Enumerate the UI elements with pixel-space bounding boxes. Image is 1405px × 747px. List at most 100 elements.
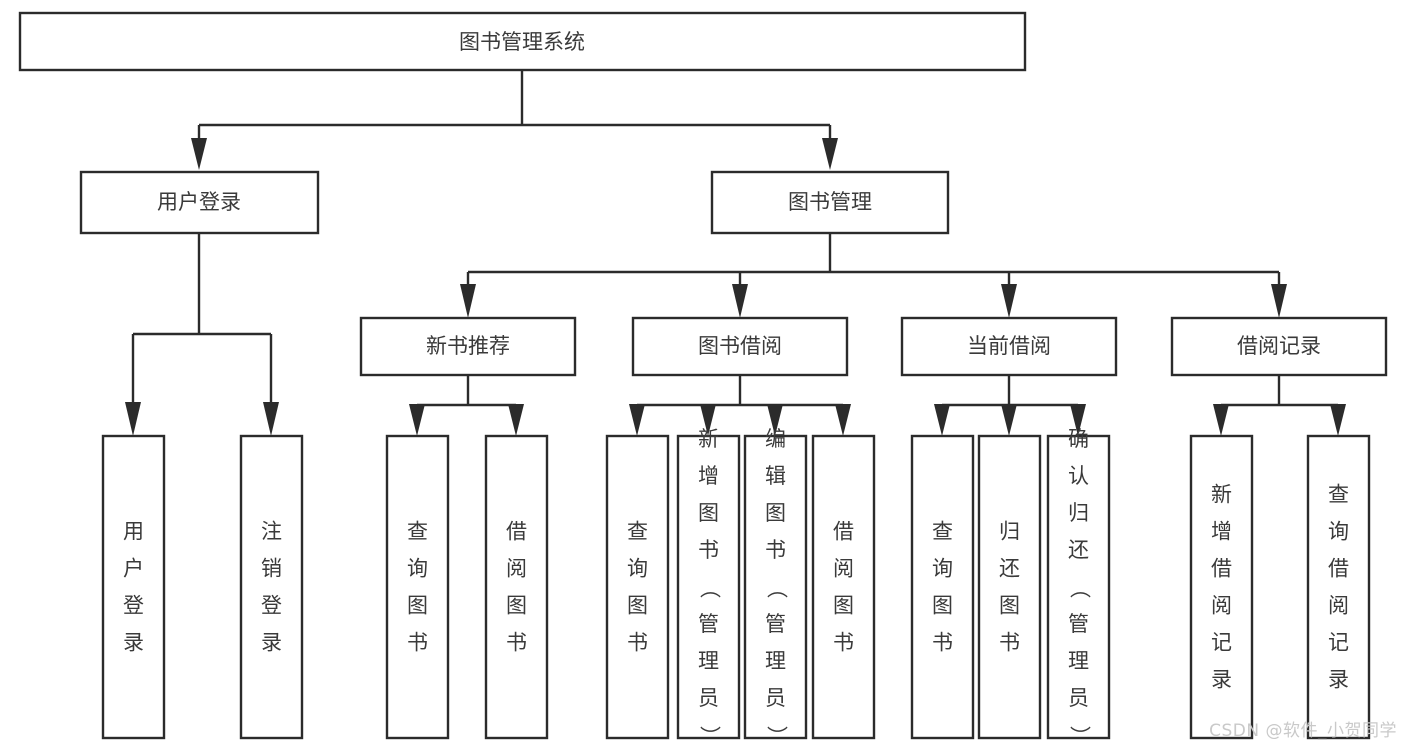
leaf-new-book-0-box[interactable] [385,434,450,740]
arrow-head-currentborrow-leaf-2 [1001,404,1017,436]
node-new-book-recommend-label: 新书推荐 [426,334,510,358]
leaf-label-glyph: 销 [261,557,282,581]
arrow-head-borrowrecord-leaf-2 [1330,404,1346,436]
leaf-label-glyph: 阅 [506,557,527,581]
leaf-borrow-record-0-box[interactable] [1189,434,1254,740]
leaf-label-glyph: 员 [698,686,719,710]
node-book-borrow-box[interactable] [631,316,849,377]
leaf-label-glyph: 书 [506,631,527,655]
leaf-label-glyph: 图 [407,594,428,618]
leaf-label-glyph: 询 [1328,520,1349,544]
leaf-borrow-record-1[interactable] [1306,434,1371,740]
leaf-label-glyph: 图 [833,594,854,618]
leaf-book-borrow-2[interactable] [743,434,808,740]
leaf-current-borrow-2-box[interactable] [1046,434,1111,740]
node-current-borrow[interactable]: 当前借阅 [900,316,1118,377]
leaf-book-borrow-0[interactable] [605,434,670,740]
node-book-manage-box[interactable] [710,170,950,235]
node-book-manage-label: 图书管理 [788,190,872,214]
leaf-label-glyph: ） [765,726,789,747]
leaf-label-glyph: 登 [261,594,282,618]
node-root[interactable]: 图书管理系统 [18,11,1027,72]
leaf-book-borrow-0-box[interactable] [605,434,670,740]
leaf-label-glyph: 查 [1328,483,1349,507]
leaf-current-borrow-0[interactable] [910,434,975,740]
leaf-label-glyph: 理 [698,649,719,673]
leaf-label-glyph: 书 [407,631,428,655]
watermark-text: CSDN @软件_小贺同学 [1209,721,1397,741]
arrow-head-bookborrow-leaf-2 [700,404,716,436]
leaf-book-borrow-2-box[interactable] [743,434,808,740]
connector-group-book-borrow [629,375,851,436]
leaf-label-glyph: 书 [999,631,1020,655]
leaf-new-book-1-box[interactable] [484,434,549,740]
leaf-vertical-labels: 用户登录注销登录查询图书借阅图书查询图书新增图书（管理员）编辑图书（管理员）借阅… [123,427,1349,747]
leaf-label-glyph: 书 [765,538,786,562]
leaf-label-glyph: 询 [407,557,428,581]
leaf-label-glyph: 记 [1328,631,1349,655]
leaf-label-glyph: 借 [1328,557,1349,581]
leaf-new-book-1[interactable] [484,434,549,740]
node-new-book-recommend[interactable]: 新书推荐 [359,316,577,377]
leaf-label-glyph: 认 [1068,464,1089,488]
connector-group-borrow-record [1213,375,1346,436]
connector-group-current-borrow [934,375,1086,436]
leaf-new-book-0[interactable] [385,434,450,740]
leaf-user-login-1[interactable] [239,434,304,740]
leaf-current-borrow-1-box[interactable] [977,434,1042,740]
leaf-book-borrow-1-box[interactable] [676,434,741,740]
node-borrow-record[interactable]: 借阅记录 [1170,316,1388,377]
leaf-label-glyph: 还 [1068,538,1089,562]
leaf-label-glyph: 管 [1068,612,1089,636]
leaf-label-glyph: 图 [765,501,786,525]
leaf-user-login-1-box[interactable] [239,434,304,740]
node-book-borrow[interactable]: 图书借阅 [631,316,849,377]
leaf-current-borrow-1[interactable] [977,434,1042,740]
arrow-head-borrowrecord-leaf-1 [1213,404,1229,436]
leaf-book-borrow-1[interactable] [676,434,741,740]
leaf-current-borrow-0-box[interactable] [910,434,975,740]
leaf-label-glyph: 阅 [1328,594,1349,618]
node-book-borrow-label: 图书借阅 [698,334,782,358]
connector-group-book-manage [460,233,1287,318]
node-root-box[interactable] [18,11,1027,72]
leaf-user-login-0-box[interactable] [101,434,166,740]
leaf-label-glyph: 记 [1211,631,1232,655]
node-root-label: 图书管理系统 [459,30,585,54]
leaf-borrow-record-1-box[interactable] [1306,434,1371,740]
leaf-borrow-record-0[interactable] [1189,434,1254,740]
leaf-label-glyph: 归 [999,520,1020,544]
node-borrow-record-box[interactable] [1170,316,1388,377]
leaf-book-borrow-3-box[interactable] [811,434,876,740]
leaf-label-glyph: 新 [698,427,719,451]
node-new-book-recommend-box[interactable] [359,316,577,377]
leaf-label-glyph: 理 [1068,649,1089,673]
arrow-head-leaf-user-login [125,402,141,436]
node-book-manage[interactable]: 图书管理 [710,170,950,235]
leaf-label-glyph: 阅 [1211,594,1232,618]
leaf-book-borrow-3[interactable] [811,434,876,740]
leaf-current-borrow-2[interactable] [1046,434,1111,740]
leaf-label-glyph: 询 [932,557,953,581]
node-current-borrow-box[interactable] [900,316,1118,377]
leaf-label-glyph: 管 [698,612,719,636]
leaf-label-glyph: 员 [1068,686,1089,710]
arrow-head-book-borrow [732,284,748,318]
leaf-label-glyph: 编 [765,427,786,451]
leaf-label-glyph: 图 [999,594,1020,618]
node-user-login-box[interactable] [79,170,320,235]
node-user-login[interactable]: 用户登录 [79,170,320,235]
leaf-label-glyph: 增 [1211,520,1232,544]
leaf-user-login-0[interactable] [101,434,166,740]
connector-group-root [191,70,838,170]
leaf-user-login-0-label: 用户登录 [123,520,144,655]
